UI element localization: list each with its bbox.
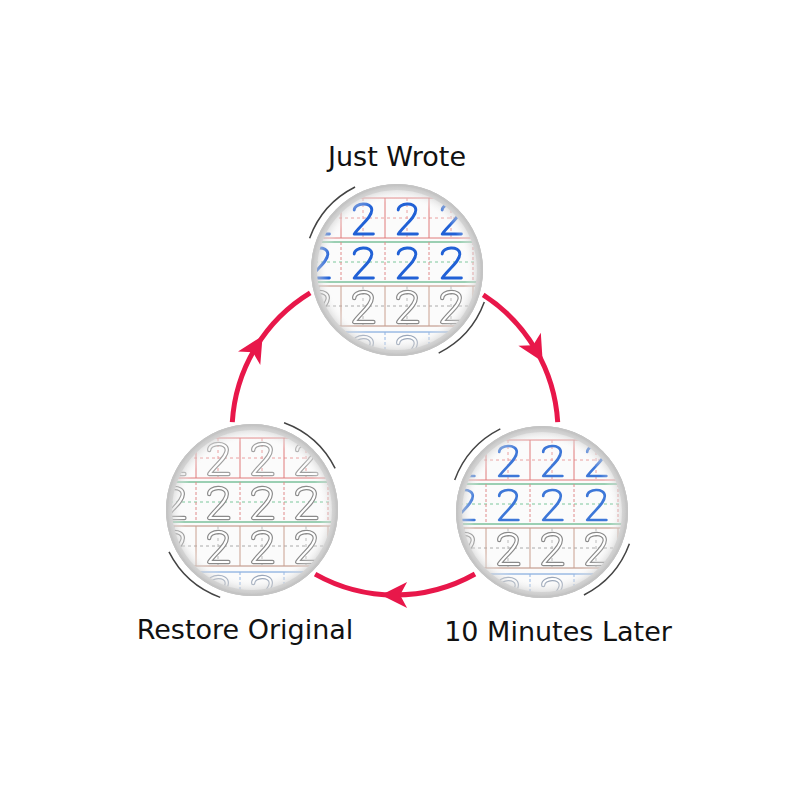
cycle-arc bbox=[232, 293, 310, 422]
magnifier-circle: Restore Original bbox=[166, 424, 338, 596]
circle-border bbox=[457, 427, 627, 597]
arrow-head bbox=[518, 333, 542, 362]
arrow-head bbox=[238, 336, 263, 365]
stage-label: 10 Minutes Later bbox=[444, 616, 672, 647]
cycle-arrow bbox=[315, 574, 475, 608]
circle-outline bbox=[311, 184, 483, 356]
lens-restore bbox=[133, 391, 372, 630]
circle-outline bbox=[166, 424, 338, 596]
magnifier-circle: 10 Minutes Later bbox=[456, 426, 628, 598]
lens-just-wrote bbox=[278, 151, 517, 390]
magnifier-circle: Just Wrote bbox=[311, 184, 483, 356]
circle-outline bbox=[456, 426, 628, 598]
cycle-arc bbox=[483, 295, 558, 422]
circle-border bbox=[312, 185, 482, 355]
stage-label: Just Wrote bbox=[328, 141, 466, 172]
cycle-arrow bbox=[232, 293, 310, 422]
cycle-arrow bbox=[483, 295, 558, 422]
lens-ten-minutes bbox=[423, 393, 662, 632]
arrow-head bbox=[381, 582, 407, 608]
stage-label: Restore Original bbox=[137, 614, 354, 645]
circle-border bbox=[167, 425, 337, 595]
